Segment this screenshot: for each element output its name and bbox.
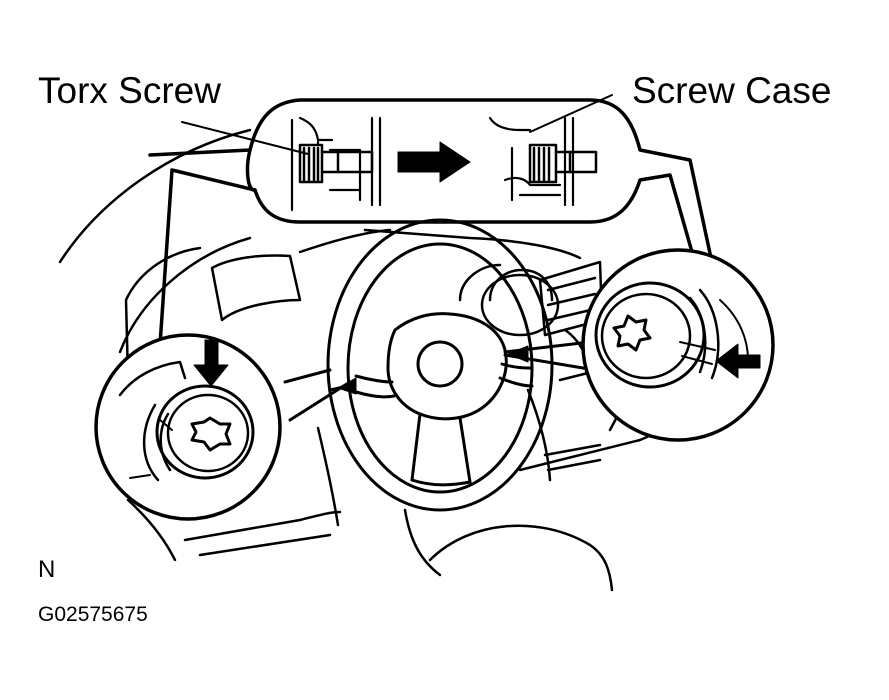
screw-case-leader	[529, 94, 613, 133]
right-left-arrow-icon	[715, 343, 761, 379]
move-arrow-icon	[397, 141, 471, 183]
view-marker-label: N	[38, 556, 56, 583]
screw-transition-callout	[148, 98, 722, 347]
steering-wheel	[326, 218, 554, 512]
dashboard-outline	[58, 128, 702, 592]
left-pointer-arrow-icon	[337, 377, 357, 395]
torx-screw-after	[528, 143, 598, 184]
torx-screw-before	[298, 143, 374, 184]
torx-head-icon-right	[612, 314, 652, 352]
left-down-arrow-icon	[193, 339, 229, 387]
screw-case-label: Screw Case	[632, 70, 832, 111]
figure-code-label: G02575675	[38, 603, 148, 626]
torx-head-icon	[190, 416, 232, 452]
right-pointer-arrow-icon	[507, 345, 529, 363]
left-zoom-callout	[94, 333, 357, 521]
torx-screw-leader	[181, 121, 309, 155]
torx-screw-label: Torx Screw	[38, 70, 221, 111]
